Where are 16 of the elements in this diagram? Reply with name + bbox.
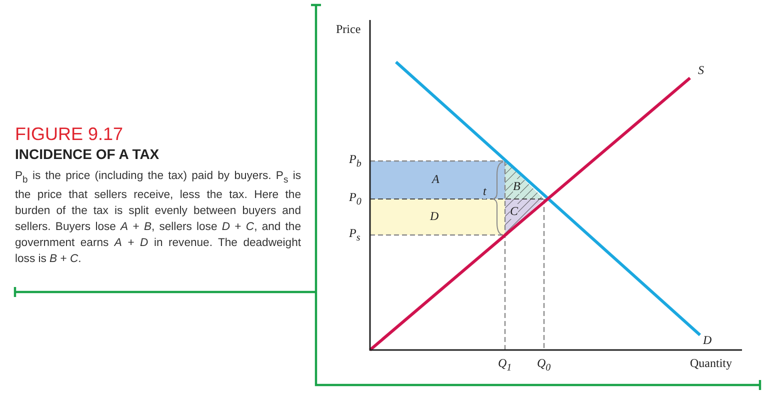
price-label: P$_{s}$ bbox=[349, 226, 360, 244]
price-label: P$_{b}$ bbox=[349, 152, 362, 170]
curve-label: S bbox=[698, 63, 704, 78]
area-label: D bbox=[430, 209, 439, 224]
area-label: B bbox=[513, 179, 520, 194]
area-label: C bbox=[510, 204, 518, 219]
quantity-label: Q$_{0}$ bbox=[537, 356, 551, 374]
price-label: P$_{0}$ bbox=[349, 190, 362, 208]
axis-label: Quantity bbox=[690, 356, 732, 371]
axis-label: Price bbox=[336, 22, 361, 37]
quantity-label: Q$_{1}$ bbox=[498, 356, 512, 374]
curve-label: D bbox=[703, 333, 712, 348]
subtitle: INCIDENCE OF A TAX bbox=[15, 146, 160, 162]
area-label: A bbox=[432, 172, 440, 187]
figure-title: FIGURE 9.17 bbox=[15, 124, 124, 145]
caption-paragraph: P$_{b}$ is the price (including the tax) paid by buyers. P$_{s}$ is the price that sellers receive, less the tax. Here the burden of the tax is split evenly between buyers and sellers. Buyers lose A + B, sellers lose D + C, and the government earns A + D in revenue. The deadweight loss is B + C. bbox=[15, 169, 301, 268]
